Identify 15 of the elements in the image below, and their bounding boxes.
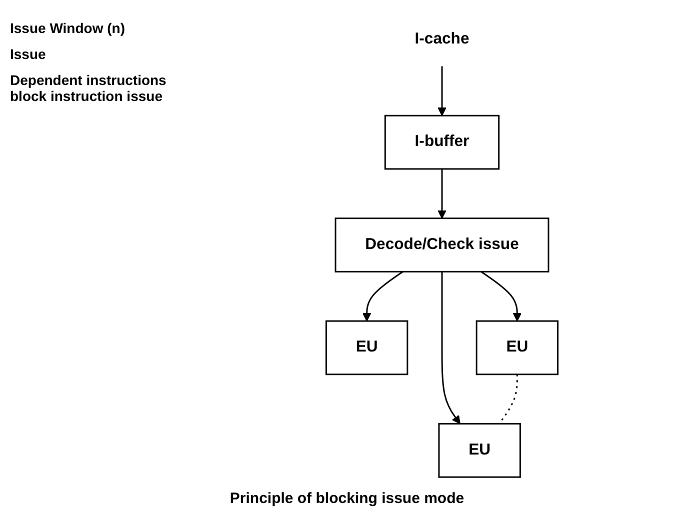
- note-text: Issue Window (n): [10, 20, 126, 36]
- arrow: [438, 168, 446, 219]
- note-text: Dependent instructions block instruction issue: [10, 72, 168, 104]
- arrow: [362, 271, 404, 322]
- arrow: [441, 272, 460, 424]
- node-text: I-cache: [414, 30, 470, 48]
- node-box: EU: [438, 423, 521, 478]
- caption: Principle of blocking issue mode: [228, 490, 466, 507]
- node-box: EU: [476, 320, 559, 376]
- arrow: [480, 271, 522, 322]
- node-box: I-buffer: [384, 114, 500, 170]
- arrow: [438, 66, 446, 116]
- node-box: EU: [325, 320, 408, 376]
- note-text: Issue: [10, 46, 47, 62]
- node-box: Decode/Check issue: [334, 218, 550, 272]
